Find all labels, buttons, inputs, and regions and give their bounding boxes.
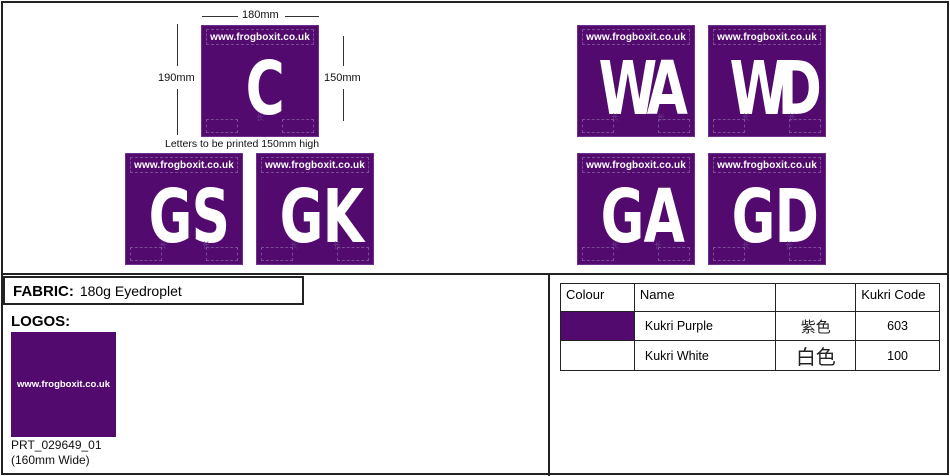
logo-size-note: (160mm Wide) (11, 453, 90, 467)
colour-name: Kukri White (633, 340, 777, 371)
bib-url: www.frogboxit.co.uk (134, 160, 234, 171)
header-name: Name (633, 283, 777, 312)
colour-swatch (560, 311, 635, 341)
bib-url: www.frogboxit.co.uk (717, 32, 817, 43)
table-row: Kukri White 白色 100 (560, 340, 940, 371)
width-dimension-line-left (202, 16, 238, 17)
placement-box (658, 247, 690, 261)
height-left-line-bottom (177, 89, 178, 135)
placement-box (206, 247, 238, 261)
placement-box (282, 119, 314, 133)
logos-label: LOGOS: (11, 313, 71, 330)
fabric-box: FABRIC: 180g Eyedroplet (3, 276, 304, 305)
logo-mark-icon: 长 (158, 241, 167, 250)
width-dimension-label: 180mm (242, 9, 279, 21)
logo-mark-icon: 长 (610, 113, 619, 122)
height-right-label: 150mm (324, 72, 361, 84)
logo-mark-icon: 长 (610, 241, 619, 250)
url-box (713, 29, 821, 45)
logo-mark-icon: 长 (653, 241, 662, 250)
url-box (582, 29, 690, 45)
colour-swatch (560, 340, 635, 371)
bib-url: www.frogboxit.co.uk (717, 160, 817, 171)
header-chinese (775, 283, 857, 312)
kukri-code: 100 (855, 340, 940, 371)
logo-mark-icon: 长 (787, 113, 796, 122)
logo-mark-icon: 长 (289, 241, 298, 250)
bib-url: www.frogboxit.co.uk (586, 160, 686, 171)
logo-mark-icon: 长 (332, 241, 341, 250)
url-box (206, 29, 314, 45)
print-height-note: Letters to be printed 150mm high (165, 138, 320, 150)
height-right-line-bottom (343, 89, 344, 121)
placement-box (582, 247, 614, 261)
logo-info: PRT_029649_01 (160mm Wide) (11, 438, 102, 468)
logo-mark-icon: 长 (741, 113, 750, 122)
colour-table: Colour Name Kukri Code Kukri Purple 紫色 6… (560, 283, 940, 371)
bib-url: www.frogboxit.co.uk (265, 160, 365, 171)
logo-mark-icon: 长 (656, 113, 665, 122)
bib-url: www.frogboxit.co.uk (586, 32, 686, 43)
placement-box (130, 247, 162, 261)
vertical-divider (548, 274, 550, 476)
placement-box (658, 119, 690, 133)
logo-mark-icon: 长 (201, 241, 210, 250)
height-right-line-top (343, 36, 344, 66)
logo-mark-icon: 长 (741, 241, 750, 250)
placement-box (789, 119, 821, 133)
colour-chinese-name: 白色 (775, 340, 857, 371)
placement-box (789, 247, 821, 261)
placement-box (206, 119, 238, 133)
height-left-label: 190mm (158, 72, 195, 84)
logo-swatch-text: www.frogboxit.co.uk (16, 379, 111, 390)
table-row: Kukri Purple 紫色 603 (560, 311, 940, 341)
placement-box (713, 119, 745, 133)
placement-box (261, 247, 293, 261)
url-box (713, 157, 821, 173)
bib-url: www.frogboxit.co.uk (210, 32, 310, 43)
url-box (582, 157, 690, 173)
header-colour: Colour (560, 283, 635, 312)
placement-box (337, 247, 369, 261)
url-box (130, 157, 238, 173)
placement-box (582, 119, 614, 133)
logo-code: PRT_029649_01 (11, 438, 102, 452)
logo-mark-icon: 长 (256, 113, 264, 122)
width-dimension-line-right (285, 16, 319, 17)
colour-name: Kukri Purple (633, 311, 777, 341)
colour-chinese-name: 紫色 (775, 311, 857, 341)
kukri-code: 603 (855, 311, 940, 341)
logo-swatch: www.frogboxit.co.uk (11, 332, 116, 437)
header-kukri-code: Kukri Code (855, 283, 940, 312)
horizontal-divider (1, 273, 949, 275)
url-box (261, 157, 369, 173)
fabric-value: 180g Eyedroplet (79, 283, 182, 299)
table-header-row: Colour Name Kukri Code (560, 283, 940, 312)
height-left-line-top (177, 24, 178, 66)
fabric-label: FABRIC: (13, 283, 74, 300)
placement-box (713, 247, 745, 261)
logo-mark-icon: 长 (784, 241, 793, 250)
